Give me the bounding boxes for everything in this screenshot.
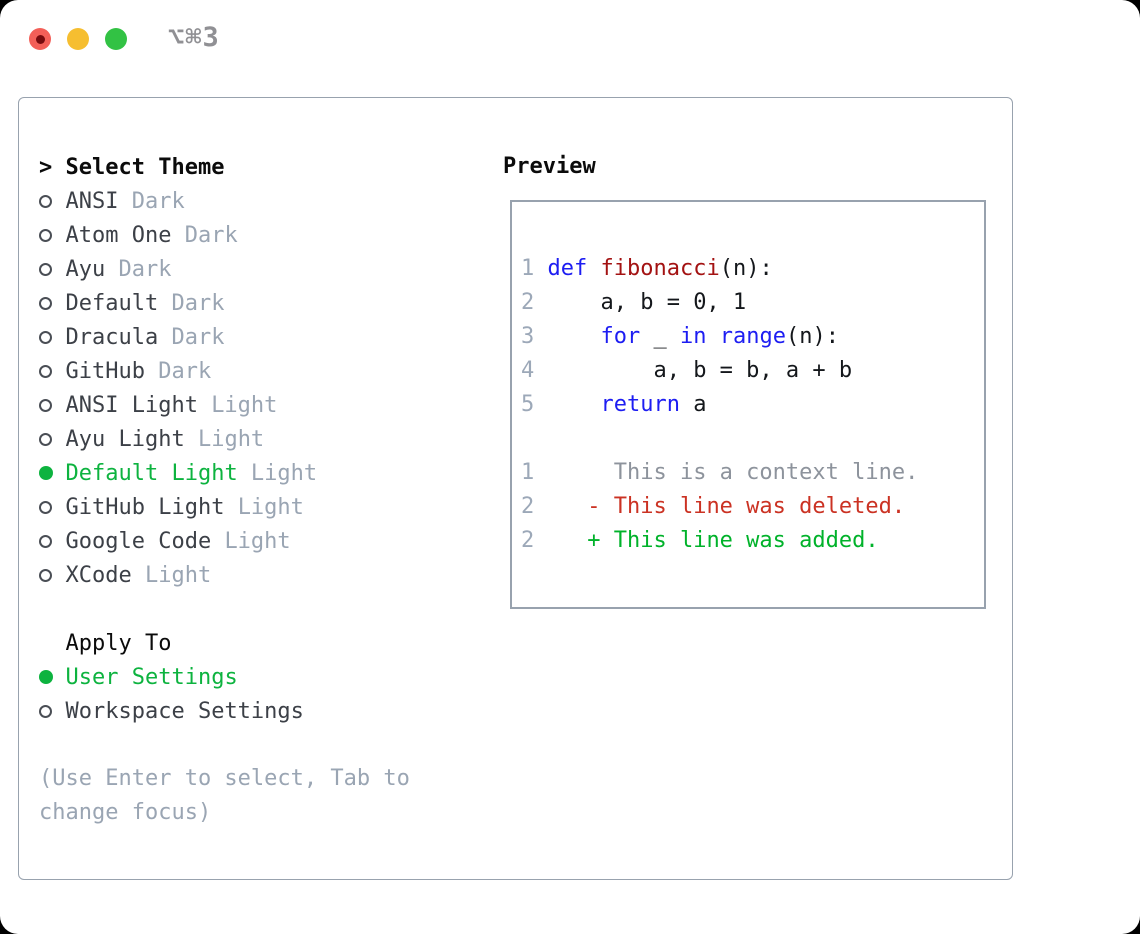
theme-option-label: GitHub Light [65,494,225,520]
minimize-button[interactable] [67,28,89,50]
theme-option-label: Default Light [65,460,238,486]
spacer [39,592,439,626]
theme-option-label: Default [65,290,159,316]
radio-selected-icon [39,670,53,684]
code-line: 4 a, b = b, a + b [521,358,853,383]
theme-variant-label: Light [224,528,291,554]
theme-variant-label: Dark [184,222,238,248]
code-line: 2 - This line was deleted. [521,494,906,519]
titlebar: ⌥⌘3 [0,0,1140,78]
code-preview: 1 def fibonacci(n): 2 a, b = 0, 1 3 for _ … [521,252,984,558]
apply-to-option-label: Workspace Settings [65,698,304,724]
theme-option-label: Google Code [65,528,212,554]
theme-option[interactable]: ANSI Dark [39,184,439,218]
radio-icon [39,704,52,718]
radio-icon [39,228,52,242]
theme-variant-label: Dark [171,324,225,350]
radio-icon [39,194,52,208]
theme-variant-label: Light [237,494,304,520]
theme-option-label: Dracula [65,324,159,350]
hint-text: (Use Enter to select, Tab to change focu… [39,766,410,825]
theme-option[interactable]: Default Dark [39,286,439,320]
theme-option[interactable]: Default Light Light [39,456,439,490]
theme-option[interactable]: Google Code Light [39,524,439,558]
theme-variant-label: Light [250,460,318,486]
apply-to-title: Apply To [65,630,172,656]
radio-icon [39,568,52,582]
select-theme-header: > Select Theme [39,150,439,184]
unsaved-changes-dot-icon [35,34,45,44]
code-line: 5 return a [521,392,707,417]
theme-variant-label: Dark [118,256,172,282]
radio-icon [39,398,52,412]
radio-icon [39,534,52,548]
zoom-button[interactable] [105,28,127,50]
apply-to-header: Apply To [39,626,439,660]
radio-icon [39,330,52,344]
theme-variant-label: Light [197,426,265,452]
theme-variant-label: Dark [171,290,225,316]
apply-to-option-label: User Settings [65,664,238,690]
theme-option[interactable]: Atom One Dark [39,218,439,252]
radio-icon [39,364,52,378]
preview-title: Preview [503,154,596,179]
theme-option[interactable]: Dracula Dark [39,320,439,354]
preview-box: 1 def fibonacci(n): 2 a, b = 0, 1 3 for _ … [510,200,986,609]
radio-icon [39,432,52,446]
theme-option-label: Ayu [65,256,106,282]
close-button[interactable] [29,28,51,50]
code-line [521,422,984,456]
theme-option[interactable]: Ayu Light Light [39,422,439,456]
code-line: 2 + This line was added. [521,528,879,553]
spacer [39,728,439,762]
radio-icon [39,262,52,276]
theme-option-label: ANSI [65,188,119,214]
radio-icon [39,500,52,514]
theme-variant-label: Dark [158,358,212,384]
code-line: 2 a, b = 0, 1 [521,290,747,315]
prompt-cursor: > [39,154,53,180]
theme-variant-label: Light [144,562,212,588]
keyboard-shortcut-label: ⌥⌘3 [168,22,220,53]
theme-option[interactable]: Ayu Dark [39,252,439,286]
theme-option-label: ANSI Light [65,392,198,418]
theme-option-label: Atom One [65,222,172,248]
apply-to-option[interactable]: Workspace Settings [39,694,439,728]
theme-option[interactable]: GitHub Dark [39,354,439,388]
select-theme-title: Select Theme [65,154,225,180]
code-line: 3 for _ in range(n): [521,324,839,349]
theme-option-label: Ayu Light [65,426,185,452]
radio-icon [39,296,52,310]
theme-option[interactable]: XCode Light [39,558,439,592]
theme-variant-label: Dark [131,188,185,214]
theme-option-label: XCode [65,562,132,588]
theme-option[interactable]: ANSI Light Light [39,388,439,422]
radio-selected-icon [39,466,53,480]
theme-variant-label: Light [211,392,278,418]
apply-to-option[interactable]: User Settings [39,660,439,694]
code-line: 1 This is a context line. [521,460,919,485]
theme-option-label: GitHub [65,358,145,384]
code-line: 1 def fibonacci(n): [521,256,773,281]
theme-option[interactable]: GitHub Light Light [39,490,439,524]
